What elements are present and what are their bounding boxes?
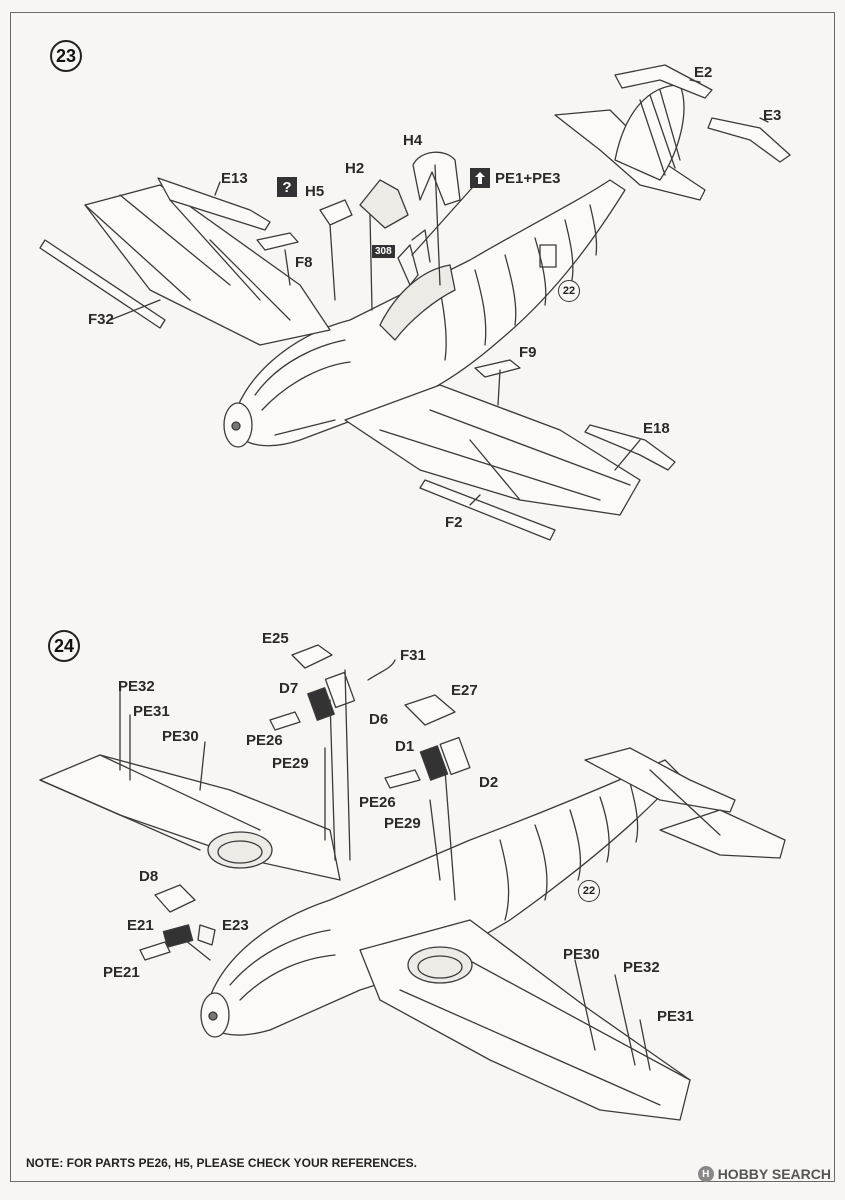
question-icon: ?: [277, 177, 297, 197]
callout-pe32-2: PE32: [623, 959, 660, 976]
callout-pe31-2: PE31: [657, 1008, 694, 1025]
up-arrow-icon: [470, 168, 490, 188]
callout-d6: D6: [369, 711, 389, 728]
callout-pe30-2: PE30: [563, 946, 600, 963]
callout-f8: F8: [295, 254, 313, 271]
callout-f9: F9: [519, 344, 537, 361]
reference-tag: 308: [372, 245, 395, 258]
callout-e21: E21: [127, 917, 154, 934]
callout-f2: F2: [445, 514, 463, 531]
callout-pe32: PE32: [118, 678, 155, 695]
callout-e25: E25: [262, 630, 289, 647]
callout-e13: E13: [221, 170, 248, 187]
step-number-24: 24: [48, 630, 80, 662]
callout-pe29: PE29: [272, 755, 309, 772]
reference-step-22: 22: [558, 280, 580, 302]
callout-f31: F31: [400, 647, 426, 664]
callout-pe26-2: PE26: [359, 794, 396, 811]
step23-aircraft: [39, 64, 791, 541]
step24-aircraft: [39, 644, 786, 1121]
callout-e18: E18: [643, 420, 670, 437]
callout-pe21: PE21: [103, 964, 140, 981]
callout-h4: H4: [403, 132, 423, 149]
callout-pe31: PE31: [133, 703, 170, 720]
callout-h5: H5: [305, 183, 325, 200]
up-arrow-glyph: [475, 172, 485, 184]
callout-e23: E23: [222, 917, 249, 934]
callout-e2: E2: [694, 64, 713, 81]
watermark-brand: HOBBY SEARCH: [717, 1166, 831, 1182]
callout-f32: F32: [88, 311, 114, 328]
reference-step-22-b: 22: [578, 880, 600, 902]
callout-h2: H2: [345, 160, 365, 177]
callout-pe29-2: PE29: [384, 815, 421, 832]
callout-d8: D8: [139, 868, 159, 885]
step-number-23: 23: [50, 40, 82, 72]
callout-d7: D7: [279, 680, 299, 697]
callout-e3: E3: [763, 107, 782, 124]
callout-pe1-pe3: PE1+PE3: [495, 170, 561, 187]
reference-note: NOTE: FOR PARTS PE26, H5, PLEASE CHECK Y…: [26, 1156, 417, 1170]
callout-e27: E27: [451, 682, 478, 699]
callout-pe26: PE26: [246, 732, 283, 749]
hobby-search-logo-icon: H: [697, 1166, 714, 1182]
callout-d2: D2: [479, 774, 499, 791]
page-border: [10, 12, 835, 1182]
callout-d1: D1: [395, 738, 415, 755]
callout-pe30: PE30: [162, 728, 199, 745]
watermark: H HOBBY SEARCH: [697, 1166, 831, 1182]
